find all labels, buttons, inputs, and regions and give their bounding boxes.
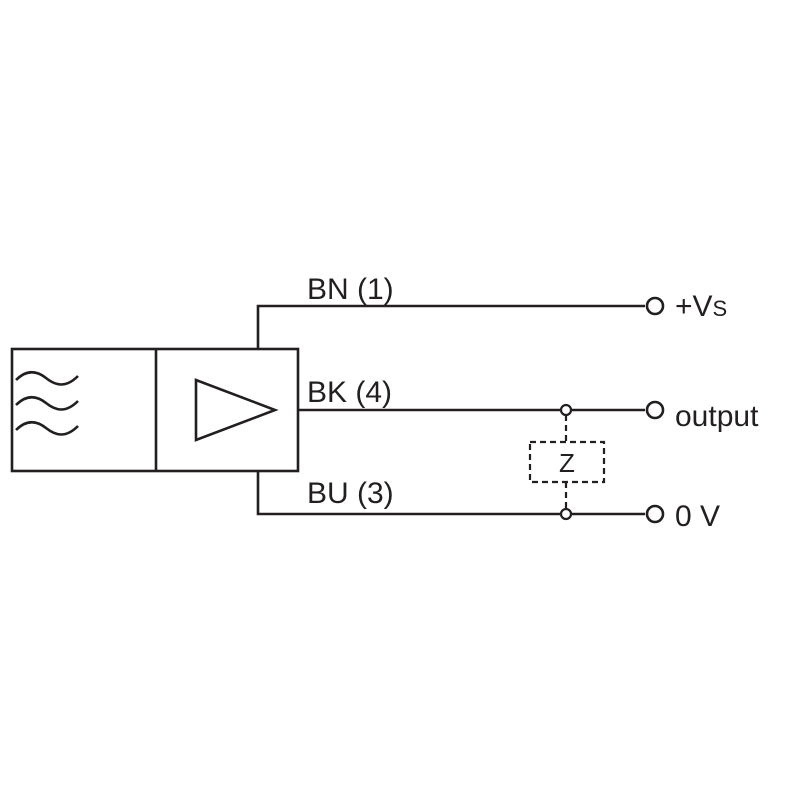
junction-bk: [559, 403, 573, 417]
wire-bk-label: BK (4): [307, 376, 392, 409]
load-label: Z: [559, 448, 575, 478]
terminal-output[interactable]: [645, 400, 665, 420]
wire-bu: [256, 471, 645, 516]
junction-bu: [559, 507, 573, 521]
terminal-output-label: output: [675, 400, 759, 433]
wave-icon: [15, 370, 79, 436]
triangle-icon: [194, 378, 279, 442]
wire-bn-label: BN (1): [307, 273, 394, 306]
wire-bn: [256, 304, 645, 349]
terminal-0v[interactable]: [645, 504, 665, 524]
terminal-vs[interactable]: [645, 296, 665, 316]
terminal-0v-label: 0 V: [675, 500, 720, 533]
wire-bu-label: BU (3): [307, 477, 394, 510]
terminal-vs-label: +VS: [675, 290, 727, 323]
